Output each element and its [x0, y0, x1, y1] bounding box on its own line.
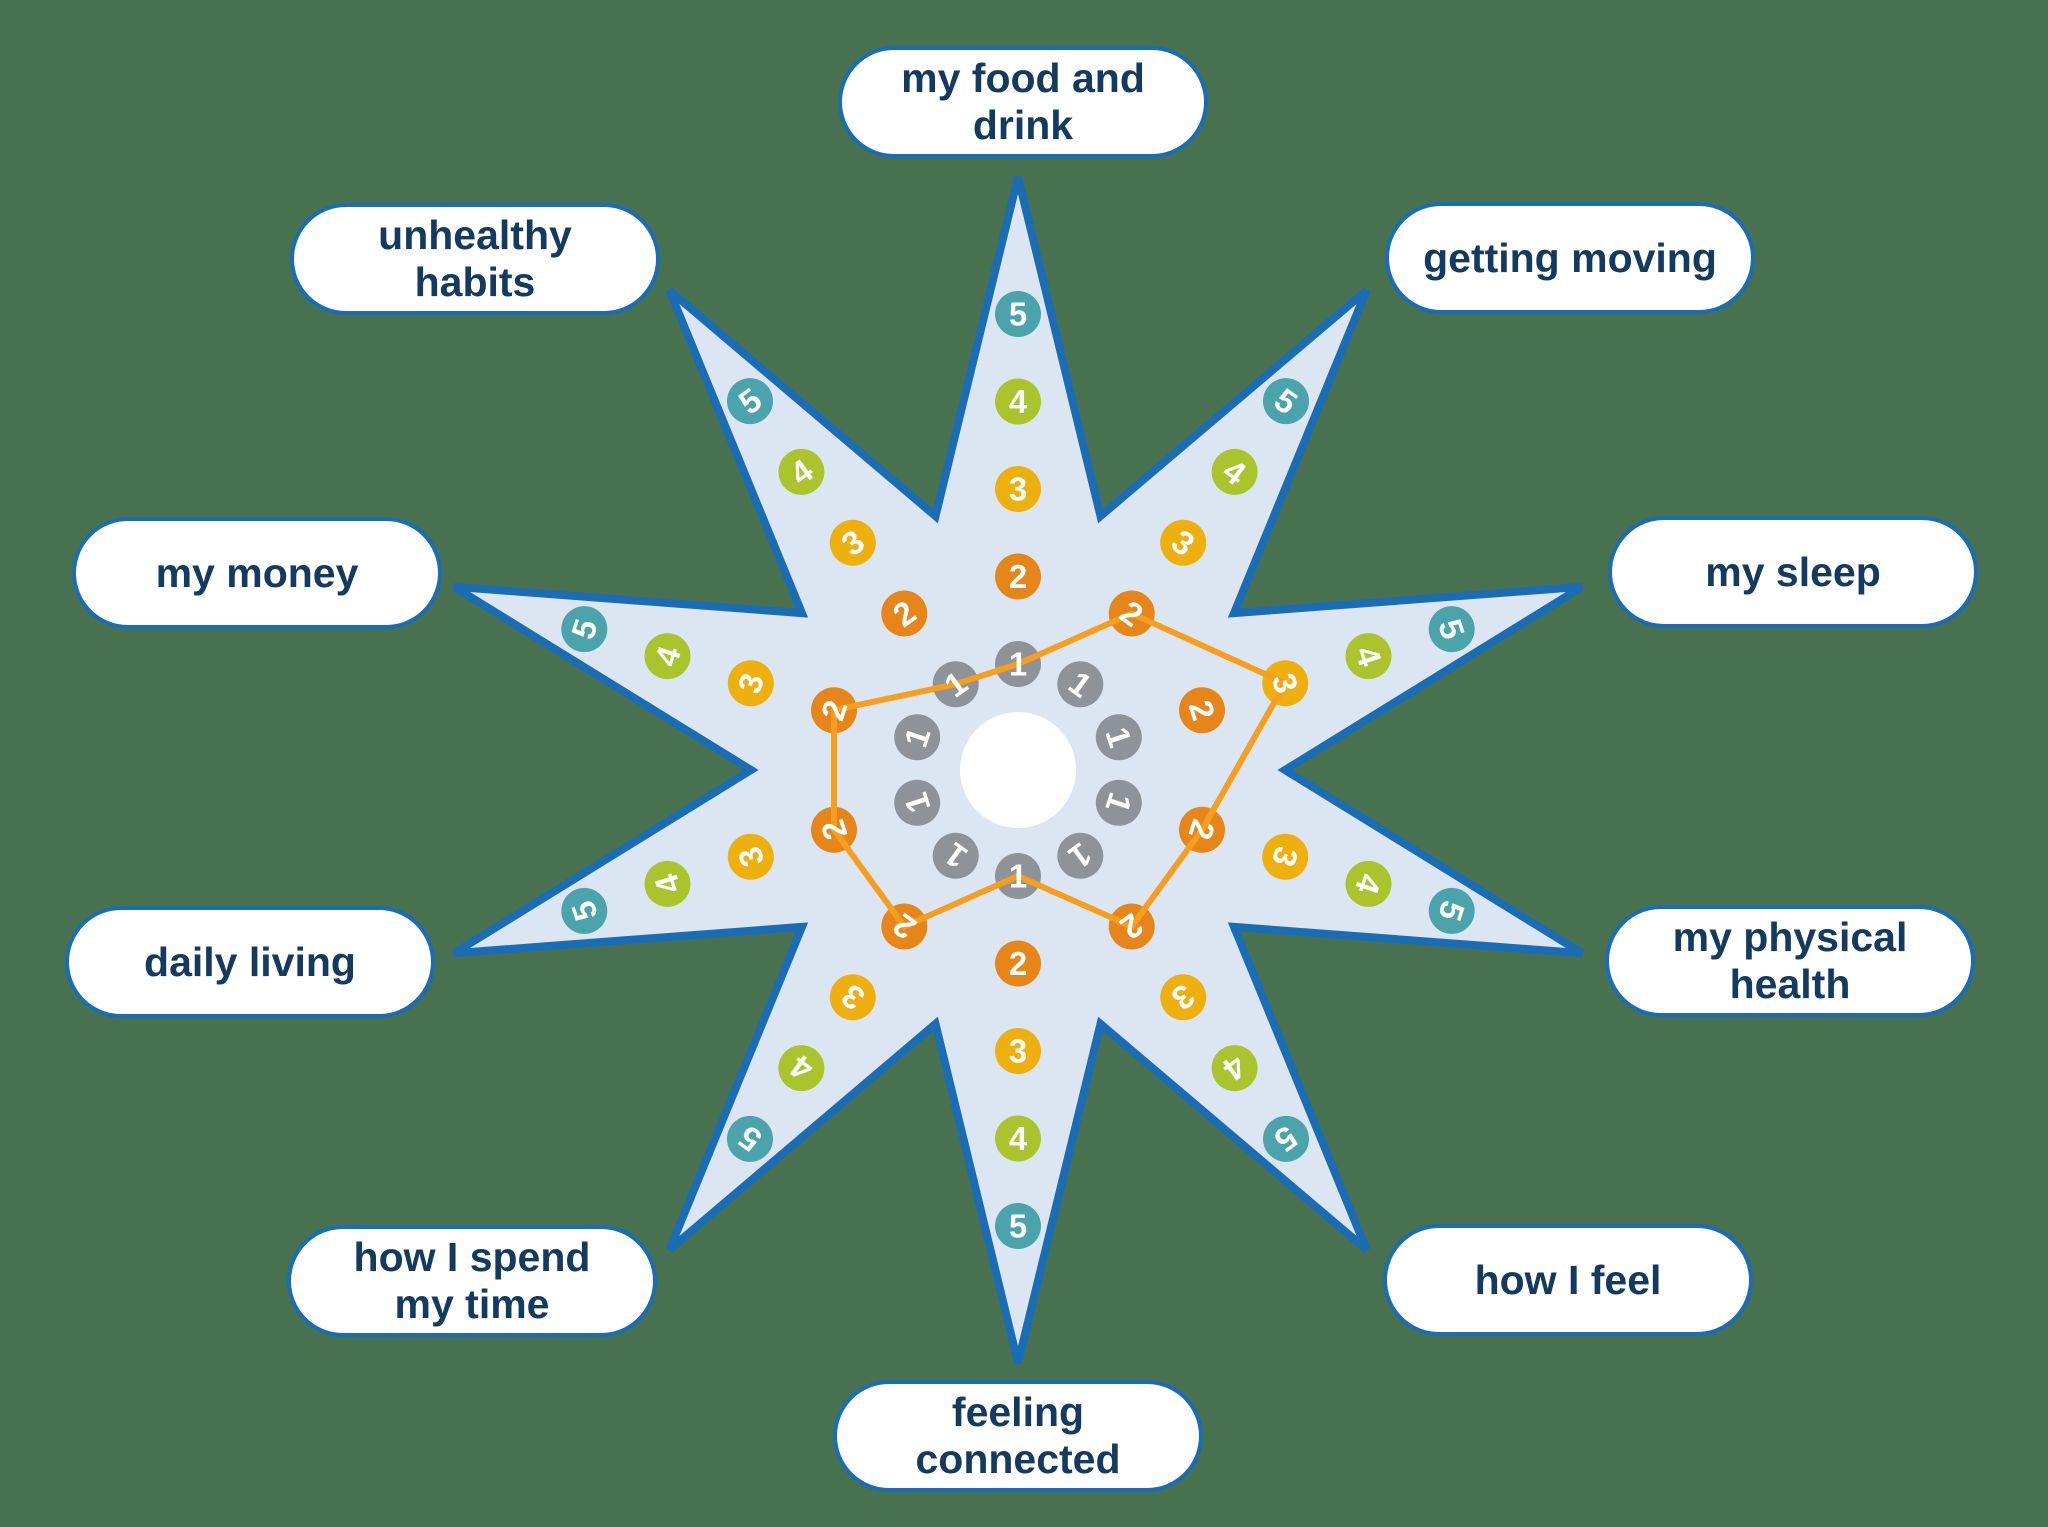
rating-circle[interactable] — [561, 887, 608, 934]
category-pill-unhealthy-habits: unhealthy habits — [290, 203, 660, 315]
rating-circle[interactable] — [644, 860, 691, 907]
rating-number: 1 — [1009, 858, 1027, 895]
pill-label-line: daily living — [144, 938, 356, 985]
pill-label-line: feeling — [951, 1389, 1085, 1435]
rating-circle[interactable] — [1428, 606, 1475, 653]
rating-circle[interactable] — [995, 940, 1041, 987]
rating-circle[interactable] — [1262, 833, 1309, 880]
rating-circle[interactable] — [995, 553, 1041, 600]
rating-number: 2 — [1009, 558, 1027, 595]
rating-circle[interactable] — [1057, 832, 1104, 879]
rating-circle[interactable] — [995, 291, 1041, 337]
pill-label-line: my physical — [1672, 914, 1908, 960]
rating-circle[interactable] — [727, 1115, 773, 1162]
rating-circle[interactable] — [727, 660, 774, 707]
rating-circle[interactable] — [829, 519, 876, 566]
rating-circle[interactable] — [995, 378, 1041, 425]
rating-circle[interactable] — [894, 714, 941, 761]
rating-circle[interactable] — [1057, 661, 1104, 708]
rating-circle[interactable] — [1160, 519, 1207, 566]
pill-label-line: getting moving — [1423, 234, 1717, 281]
pill-label-line: how I spend — [353, 1234, 591, 1280]
pill-label-line: drink — [972, 102, 1074, 148]
rating-number: 5 — [1009, 1208, 1027, 1245]
rating-circle[interactable] — [778, 1045, 825, 1092]
rating-circle[interactable] — [727, 378, 773, 425]
rating-number: 3 — [1009, 471, 1027, 508]
rating-circle[interactable] — [995, 1203, 1041, 1249]
rating-circle[interactable] — [1345, 633, 1392, 680]
rating-circle[interactable] — [1211, 448, 1258, 495]
rating-circle[interactable] — [932, 832, 979, 879]
pill-label-line: health — [1729, 961, 1851, 1007]
pill-label-line: my time — [394, 1281, 550, 1327]
pill-label-line: my sleep — [1705, 548, 1881, 595]
category-pill-my-sleep: my sleep — [1608, 516, 1978, 628]
category-pill-how-i-feel: how I feel — [1383, 1224, 1753, 1336]
rating-circle[interactable] — [995, 466, 1041, 512]
category-pill-my-food-and-drink: my food and drink — [838, 46, 1208, 158]
rating-circle[interactable] — [995, 1115, 1041, 1162]
rating-number: 3 — [1009, 1033, 1027, 1070]
rating-circle[interactable] — [727, 833, 774, 880]
rating-number: 4 — [1009, 383, 1028, 420]
category-pill-my-physical-health: my physical health — [1605, 905, 1975, 1017]
pill-label-line: my food and — [901, 55, 1145, 101]
rating-circle[interactable] — [644, 633, 691, 680]
category-pill-feeling-connected: feeling connected — [833, 1380, 1203, 1492]
rating-circle[interactable] — [1095, 779, 1142, 826]
rating-circle[interactable] — [1179, 687, 1225, 734]
rating-number: 1 — [1009, 646, 1027, 683]
pill-label-line: my money — [155, 549, 359, 596]
rating-circle[interactable] — [894, 779, 941, 826]
rating-line — [831, 610, 1289, 930]
category-pill-how-i-spend-my-time: how I spend my time — [287, 1225, 657, 1337]
rating-circle[interactable] — [1263, 378, 1309, 425]
rating-circle[interactable] — [829, 974, 876, 1021]
category-pill-my-money: my money — [72, 517, 442, 629]
rating-circle[interactable] — [561, 606, 608, 653]
rating-circle[interactable] — [995, 1028, 1041, 1074]
rating-circle[interactable] — [1428, 887, 1475, 934]
rating-circle[interactable] — [778, 448, 825, 495]
rating-circle[interactable] — [1160, 974, 1207, 1021]
rating-number: 5 — [1009, 296, 1027, 333]
pill-label-line: how I feel — [1474, 1256, 1662, 1303]
category-pill-daily-living: daily living — [65, 906, 435, 1018]
pill-label-line: unhealthy — [378, 212, 572, 258]
rating-circle[interactable] — [1345, 860, 1392, 907]
center-circle — [960, 712, 1076, 828]
rating-circle[interactable] — [1095, 714, 1142, 761]
category-pill-getting-moving: getting moving — [1385, 202, 1755, 314]
pill-label-line: habits — [414, 259, 536, 305]
rating-number: 4 — [1009, 1120, 1028, 1157]
rating-circle[interactable] — [881, 590, 928, 637]
rating-number: 2 — [1009, 945, 1027, 982]
rating-circle[interactable] — [1263, 1115, 1309, 1162]
rating-circle[interactable] — [1211, 1045, 1258, 1092]
pill-label-line: connected — [915, 1436, 1121, 1482]
